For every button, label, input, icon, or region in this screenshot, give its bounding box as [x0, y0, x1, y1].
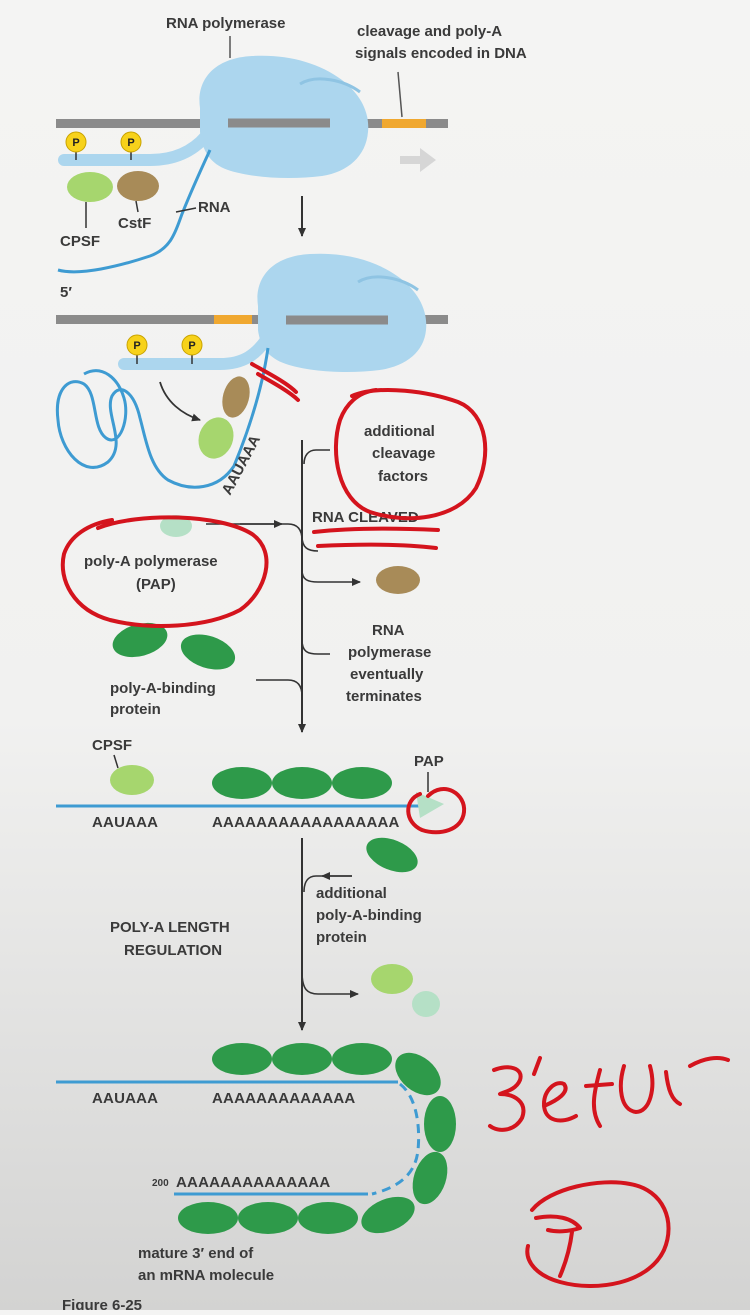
pabp-protein [395, 1052, 441, 1096]
polya-count-label: 200 [152, 1178, 169, 1189]
red-sketch-arrow-bottom [525, 1180, 671, 1288]
pabp-protein [180, 634, 236, 670]
cstf-protein-1 [117, 171, 159, 201]
pabp-protein [298, 1202, 358, 1234]
mature-label-line2: an mRNA molecule [138, 1267, 274, 1284]
pabp-protein [178, 1202, 238, 1234]
polya-tail-label-4: AAAAAAAAAAAAA [212, 1090, 355, 1107]
pabp-protein [332, 1043, 392, 1075]
cpsf-protein-2 [198, 417, 234, 459]
phosphate-icon: P [126, 334, 148, 364]
pabp-incoming [366, 837, 418, 873]
rna-polymerase-1 [199, 55, 369, 179]
rnap-terminates-label-line1: RNA [372, 622, 405, 639]
pap-label-line1: poly-A polymerase [84, 553, 218, 570]
svg-text:P: P [72, 137, 79, 149]
add-pabp-label-line3: protein [316, 929, 367, 946]
pabp-protein [361, 1196, 415, 1234]
panel-4-mature-mrna: AAUAAA AAAAAAAAAAAAA 200 AAAAAAAAAAAAAA … [56, 1043, 456, 1284]
red-handwriting-3ext [488, 1056, 730, 1132]
additional-cleavage-label-line3: factors [378, 468, 428, 485]
mrna-tail-loop [371, 1082, 421, 1196]
cpsf-protein-3 [110, 765, 154, 795]
pabp-protein [272, 1043, 332, 1075]
additional-cleavage-label-line2: cleavage [372, 445, 435, 462]
mature-label-line1: mature 3′ end of [138, 1245, 254, 1262]
add-pabp-label-line1: additional [316, 885, 387, 902]
pabp-protein [238, 1202, 298, 1234]
polya-regulation-label-line2: REGULATION [124, 942, 222, 959]
pabp-protein [412, 1151, 448, 1205]
svg-text:P: P [188, 340, 195, 352]
polya-tail-end-label: AAAAAAAAAAAAAA [176, 1174, 330, 1191]
pap-label-line2: (PAP) [136, 576, 176, 593]
rnap-terminates-label-line4: terminates [346, 688, 422, 705]
phosphate-icon: P [65, 131, 87, 160]
pabp-protein [332, 767, 392, 799]
rna-polymerase-2 [257, 253, 427, 372]
pap-label-short: PAP [414, 753, 444, 770]
rnap-terminates-label-line3: eventually [350, 666, 424, 683]
ctd-tail-2 [118, 334, 272, 370]
rna-polymerase-label: RNA polymerase [166, 15, 286, 32]
figure-caption: Figure 6-25 [62, 1297, 142, 1310]
cstf-protein-2 [222, 376, 250, 418]
cleavage-signals-label-line1: cleavage and poly-A [357, 23, 502, 40]
direction-arrow [400, 148, 436, 172]
phosphate-icon: P [120, 131, 142, 160]
rna-cleaved-label: RNA CLEAVED [312, 509, 419, 526]
five-prime-label: 5′ [60, 284, 72, 301]
add-pabp-label-line2: poly-A-binding [316, 907, 422, 924]
red-circle-pap [60, 515, 269, 628]
red-strike-cleaved [312, 526, 440, 550]
svg-text:P: P [127, 137, 134, 149]
pap-released [412, 991, 440, 1017]
panel-2-cleavage: P P AAUAAA [55, 253, 448, 498]
pabp-protein [424, 1096, 456, 1152]
rna-strand-2 [55, 347, 270, 489]
polya-regulation-label-line1: POLY-A LENGTH [110, 919, 230, 936]
pap-protein-2 [416, 792, 444, 818]
pap-protein-1 [160, 515, 192, 537]
cstf-label: CstF [118, 215, 151, 232]
cleavage-signals-label-line2: signals encoded in DNA [355, 45, 527, 62]
ctd-tail-1 [58, 130, 212, 166]
polya-signal-dna-2 [214, 315, 252, 324]
pabp-protein [112, 622, 168, 658]
pabp-label-line1: poly-A-binding [110, 680, 216, 697]
cstf-released [376, 566, 420, 594]
rnap-terminates-label-line2: polymerase [348, 644, 431, 661]
rna-label: RNA [198, 199, 231, 216]
pabp-protein [212, 767, 272, 799]
red-circle-pap-site [406, 787, 467, 835]
red-circle-cleavage-factors [333, 387, 488, 521]
polya-tail-label: AAAAAAAAAAAAAAAAA [212, 814, 400, 831]
pabp-protein [272, 767, 332, 799]
phosphate-icon: P [181, 334, 203, 364]
cpsf-protein-1 [67, 172, 113, 202]
svg-text:P: P [133, 340, 140, 352]
polya-signal-dna-1 [382, 119, 426, 128]
aauaaa-label: AAUAAA [92, 814, 158, 831]
cpsf-label-2: CPSF [92, 737, 132, 754]
red-annotations [60, 362, 730, 1288]
cpsf-released [371, 964, 413, 994]
pabp-label-line2: protein [110, 701, 161, 718]
pabp-protein [212, 1043, 272, 1075]
additional-cleavage-label-line1: additional [364, 423, 435, 440]
cpsf-label: CPSF [60, 233, 100, 250]
panel-3-polyadenylation: CPSF PAP AAUAAA AAAAAAAAAAAAAAAAA [56, 737, 444, 831]
rna-strand-1 [57, 149, 212, 274]
panel-1-transcription: RNA polymerase cleavage and poly-A signa… [56, 15, 527, 301]
aauaaa-label-4: AAUAAA [92, 1090, 158, 1107]
red-cleavage-mark [250, 362, 300, 402]
